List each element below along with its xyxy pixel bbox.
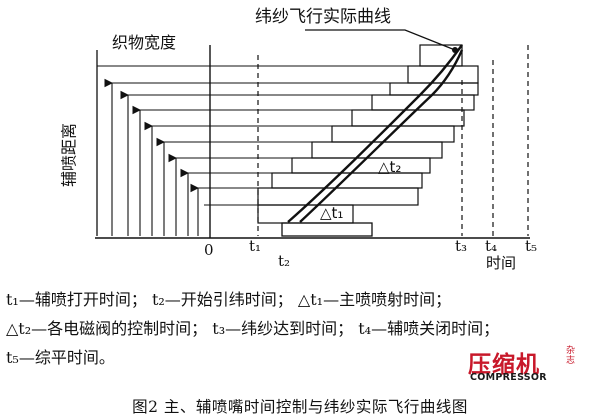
nozzle-distance-label: 辅喷距离 bbox=[60, 123, 79, 187]
legend-dt2-symbol: △t₂ bbox=[6, 319, 32, 338]
legend-t3-symbol: t₃ bbox=[212, 319, 226, 338]
legend-t2-desc: —开始引纬时间； bbox=[164, 290, 293, 309]
legend-t4-desc: —辅喷关闭时间； bbox=[371, 319, 500, 338]
time-dashed-lines bbox=[257, 45, 529, 236]
logo-main-text: 压缩机 bbox=[468, 352, 540, 378]
tick-t0: 0 bbox=[204, 241, 214, 259]
main-nozzle-bar bbox=[281, 222, 373, 237]
weft-flight-curve bbox=[287, 44, 464, 223]
legend-dt1-desc: —主喷喷射时间； bbox=[323, 290, 452, 309]
legend-t3-desc: —纬纱达到时间； bbox=[225, 319, 354, 338]
legend-t2-symbol: t₂ bbox=[151, 290, 165, 309]
legend-dt1-symbol: △t₁ bbox=[297, 290, 324, 309]
logo-english-text: COMPRESSOR bbox=[470, 372, 547, 383]
timing-diagram: 纬纱飞行实际曲线 织物宽度 辅喷距离 △t₂ △t₁ 0 t₁ t₂ t₃ t₄… bbox=[60, 7, 538, 270]
legend-dt2-desc: —各电磁阀的控制时间； bbox=[31, 319, 208, 338]
legend-t1-desc: —辅喷打开时间； bbox=[18, 290, 147, 309]
figure-caption: 图2 主、辅喷嘴时间控制与纬纱实际飞行曲线图 bbox=[132, 398, 468, 416]
delta-t2-label: △t₂ bbox=[378, 158, 401, 176]
delta-t1-label: △t₁ bbox=[320, 204, 343, 222]
fabric-width-label: 织物宽度 bbox=[112, 33, 176, 52]
legend-t5-symbol: t₅ bbox=[6, 348, 19, 367]
legend-line-2: △t₂—各电磁阀的控制时间； t₃—纬纱达到时间； t₄—辅喷关闭时间； bbox=[6, 314, 566, 343]
curve-label: 纬纱飞行实际曲线 bbox=[255, 7, 391, 27]
legend-t5-desc: —综平时间。 bbox=[18, 348, 115, 367]
time-axis-label: 时间 bbox=[486, 254, 516, 270]
curve-pointer-dot bbox=[452, 47, 458, 53]
legend-line-1: t₁—辅喷打开时间； t₂—开始引纬时间； △t₁—主喷喷射时间； bbox=[6, 285, 566, 314]
tick-t2: t₂ bbox=[278, 252, 290, 270]
tick-t1: t₁ bbox=[249, 237, 261, 255]
nozzle-reference-lines bbox=[97, 65, 450, 206]
nozzle-distance-arrows bbox=[104, 78, 200, 236]
legend-t1-symbol: t₁ bbox=[6, 290, 19, 309]
logo-side-text: 杂志 bbox=[566, 346, 576, 366]
tick-t4: t₄ bbox=[485, 237, 497, 255]
tick-t3: t₃ bbox=[455, 237, 467, 255]
legend-line-3: t₅—综平时间。 bbox=[6, 343, 566, 372]
compressor-magazine-logo: 压缩机 杂志 COMPRESSOR bbox=[468, 345, 580, 385]
legend: t₁—辅喷打开时间； t₂—开始引纬时间； △t₁—主喷喷射时间； △t₂—各电… bbox=[6, 285, 566, 372]
legend-t4-symbol: t₄ bbox=[358, 319, 372, 338]
auxiliary-nozzle-bars bbox=[257, 44, 479, 224]
tick-t5: t₅ bbox=[525, 237, 537, 255]
curve-pointer bbox=[305, 29, 456, 51]
